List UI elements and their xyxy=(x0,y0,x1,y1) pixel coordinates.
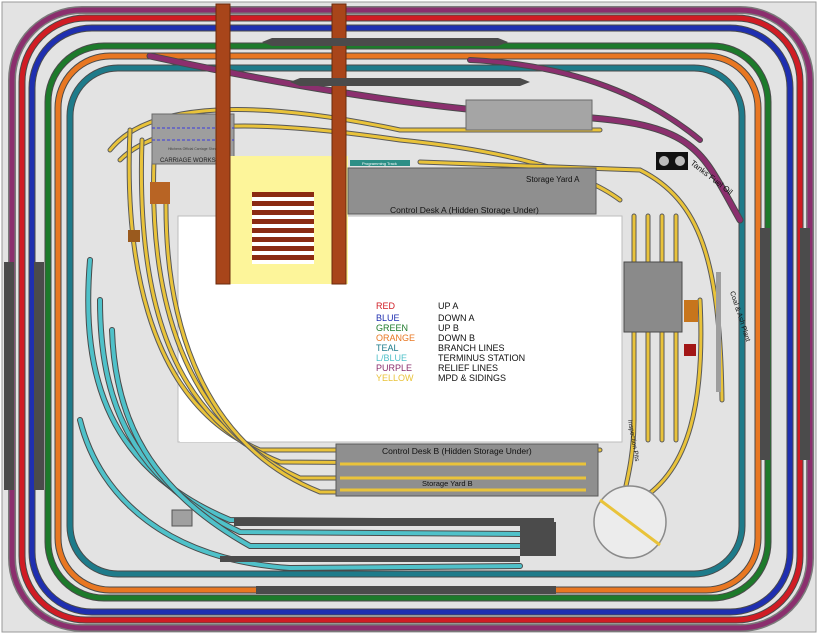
top-platforms xyxy=(262,38,593,131)
control-desk-a xyxy=(347,167,597,215)
legend-purple-desc: RELIEF LINES xyxy=(438,363,498,373)
sand-house xyxy=(684,344,696,356)
coal-stage xyxy=(684,300,698,322)
workshop-building xyxy=(150,182,170,204)
storage-yard-b-label: Storage Yard B xyxy=(422,479,473,488)
legend-purple-name: PURPLE xyxy=(376,363,412,373)
blue-down-a-loop xyxy=(29,25,793,615)
carriage-workshop-label: CARRIAGE WORKSHOP xyxy=(160,158,229,164)
engine-shed xyxy=(623,261,683,333)
legend: RED UP A BLUE DOWN A GREEN UP B ORANGE D… xyxy=(376,301,525,383)
turntable-bridge xyxy=(599,498,661,547)
small-shed xyxy=(128,230,140,242)
legend-teal-desc: BRANCH LINES xyxy=(438,343,505,353)
girder-left xyxy=(215,3,231,285)
bottom-platforms xyxy=(220,518,556,594)
teal-branch-loop xyxy=(67,65,745,577)
terminus-tracks xyxy=(77,257,523,572)
legend-green-desc: UP B xyxy=(438,323,459,333)
legend-blue-desc: DOWN A xyxy=(438,313,475,323)
legend-teal-name: TEAL xyxy=(376,343,399,353)
mpd-sidings xyxy=(107,107,725,523)
control-desk-a-label: Control Desk A (Hidden Storage Under) xyxy=(390,205,539,215)
control-desk-b-label: Control Desk B (Hidden Storage Under) xyxy=(382,446,532,456)
storage-yard-a-label: Storage Yard A xyxy=(526,175,580,184)
legend-orange-desc: DOWN B xyxy=(438,333,475,343)
legend-red-name: RED xyxy=(376,301,396,311)
control-desk-b xyxy=(335,443,599,497)
carriage-shed-label: Hitchens Official Carriage Shed xyxy=(168,147,217,151)
legend-lblue-desc: TERMINUS STATION xyxy=(438,353,525,363)
legend-yellow-name: YELLOW xyxy=(376,373,414,383)
programming-track-label: Programming Track xyxy=(362,161,397,166)
legend-orange-name: ORANGE xyxy=(376,333,415,343)
legend-yellow-desc: MPD & SIDINGS xyxy=(438,373,506,383)
side-storage-roads xyxy=(4,228,810,490)
terminus-building xyxy=(171,509,193,527)
legend-lblue-name: L/BLUE xyxy=(376,353,407,363)
station-roof-stripes xyxy=(252,192,314,260)
legend-blue-name: BLUE xyxy=(376,313,400,323)
coal-ash-gantry xyxy=(716,272,721,392)
girder-right xyxy=(331,3,347,285)
programming-track xyxy=(350,160,410,166)
legend-red-desc: UP A xyxy=(438,301,458,311)
legend-green-name: GREEN xyxy=(376,323,408,333)
